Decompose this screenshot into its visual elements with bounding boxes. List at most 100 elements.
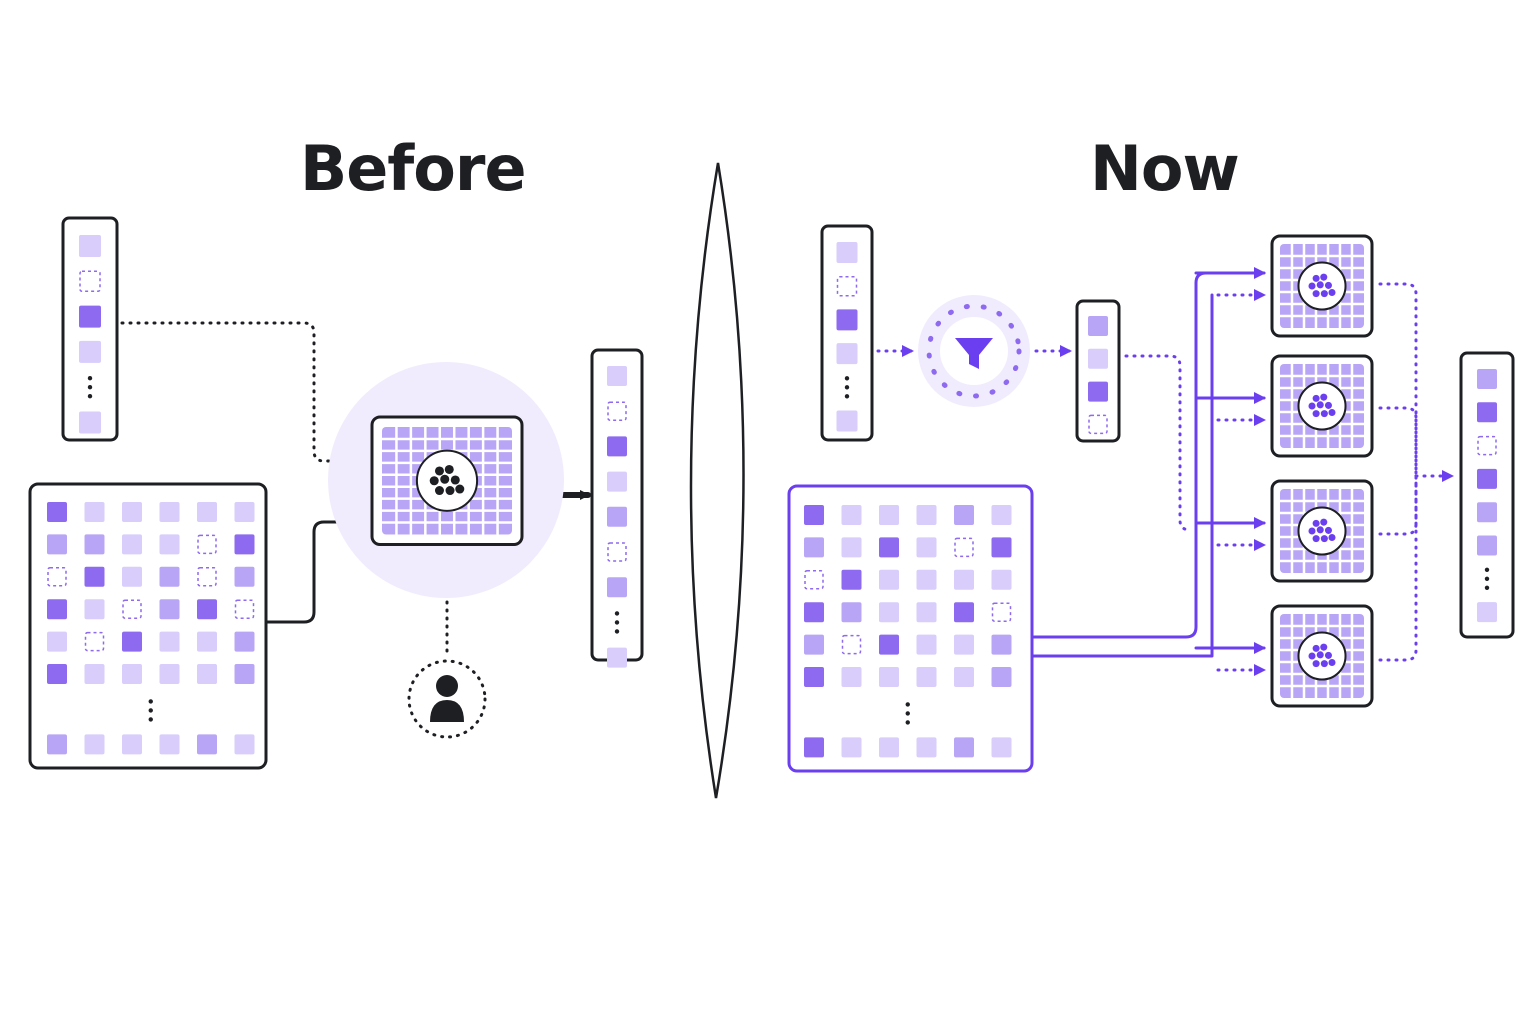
- light-cell: [841, 667, 862, 687]
- medium-cell: [159, 566, 180, 587]
- medium-cell: [607, 577, 627, 598]
- empty-cell: [1477, 435, 1497, 456]
- empty-cell: [607, 542, 627, 562]
- light-cell: [159, 631, 180, 652]
- light-cell: [916, 667, 937, 687]
- medium-cell: [991, 634, 1012, 655]
- medium-cell: [804, 634, 824, 655]
- medium-cell: [234, 566, 255, 587]
- light-cell: [954, 667, 974, 687]
- strong-cell: [197, 599, 217, 620]
- medium-cell: [84, 534, 105, 555]
- ellipsis-icon: [614, 611, 620, 634]
- empty-cell: [234, 599, 255, 619]
- human-reviewer: [407, 659, 487, 739]
- strong-cell: [804, 505, 824, 525]
- strong-cell: [991, 537, 1012, 558]
- light-cell: [234, 734, 255, 755]
- nodes: [28, 162, 1515, 799]
- empty-cell: [954, 537, 974, 558]
- light-cell: [197, 664, 217, 684]
- now-output-column-frame: [1459, 351, 1515, 639]
- light-cell: [879, 737, 899, 758]
- model-4-to-output-connector: [1378, 474, 1418, 662]
- funnel-icon: [955, 338, 993, 369]
- empty-cell: [607, 401, 627, 421]
- light-cell: [991, 569, 1012, 590]
- strong-cell: [79, 305, 101, 328]
- medium-cell: [47, 734, 67, 755]
- strong-cell: [954, 602, 974, 623]
- empty-cell: [197, 567, 217, 587]
- strong-cell: [84, 566, 105, 587]
- strong-cell: [879, 537, 899, 558]
- medium-cell: [954, 505, 974, 525]
- now-filtered-column: [1075, 299, 1121, 443]
- now-filtered-column-frame: [1075, 299, 1121, 443]
- light-cell: [159, 664, 180, 684]
- section-divider: [689, 162, 745, 799]
- light-cell: [836, 242, 858, 263]
- light-cell: [916, 505, 937, 525]
- strong-cell: [607, 436, 627, 457]
- strong-cell: [1477, 402, 1497, 423]
- ellipsis-icon: [844, 376, 850, 399]
- light-cell: [879, 667, 899, 687]
- reviewer-ring: [407, 659, 487, 739]
- light-cell: [916, 737, 937, 758]
- light-cell: [916, 602, 937, 623]
- light-cell: [122, 734, 142, 755]
- light-cell: [159, 534, 180, 555]
- connectors: [120, 267, 1454, 676]
- strong-cell: [47, 664, 67, 684]
- strong-cell: [122, 631, 142, 652]
- matrix-to-model-connector: [264, 517, 368, 624]
- light-cell: [122, 664, 142, 684]
- light-cell: [159, 734, 180, 755]
- model-3-to-output-connector: [1378, 474, 1418, 536]
- filter-ring: [926, 303, 1022, 399]
- light-cell: [234, 502, 255, 522]
- light-cell: [122, 566, 142, 587]
- person-icon: [430, 675, 464, 722]
- now-query-column-frame: [820, 224, 874, 442]
- ellipsis-icon: [905, 702, 910, 725]
- empty-cell: [1088, 414, 1108, 435]
- before-matrix: [28, 482, 268, 770]
- now-model-1: [1270, 234, 1374, 338]
- light-cell: [1088, 348, 1108, 369]
- medium-cell: [197, 734, 217, 755]
- light-cell: [84, 664, 105, 684]
- light-cell: [879, 569, 899, 590]
- light-cell: [879, 602, 899, 623]
- now-output-column: [1459, 351, 1515, 639]
- ellipsis-icon: [1484, 567, 1490, 590]
- light-cell: [1477, 602, 1497, 623]
- medium-cell: [607, 506, 627, 527]
- medium-cell: [1477, 369, 1497, 389]
- strong-cell: [1477, 468, 1497, 489]
- light-cell: [991, 737, 1012, 758]
- before-output-column: [590, 348, 644, 668]
- empty-cell: [991, 602, 1012, 622]
- empty-cell: [836, 275, 858, 297]
- strong-cell: [47, 502, 67, 522]
- strong-cell: [234, 534, 255, 555]
- light-cell: [841, 505, 862, 525]
- now-matrix-frame: [787, 484, 1034, 773]
- light-cell: [159, 502, 180, 522]
- before-query-column-frame: [61, 216, 119, 442]
- strong-cell: [804, 737, 824, 758]
- light-cell: [79, 235, 101, 257]
- medium-cell: [234, 664, 255, 684]
- light-cell: [916, 537, 937, 558]
- light-cell: [841, 737, 862, 758]
- medium-cell: [47, 534, 67, 555]
- medium-cell: [991, 667, 1012, 687]
- before-matrix-frame: [28, 482, 268, 770]
- before-model: [370, 415, 524, 546]
- ellipsis-icon: [87, 376, 93, 399]
- cluster-icon: [1308, 273, 1336, 298]
- empty-cell: [841, 634, 862, 655]
